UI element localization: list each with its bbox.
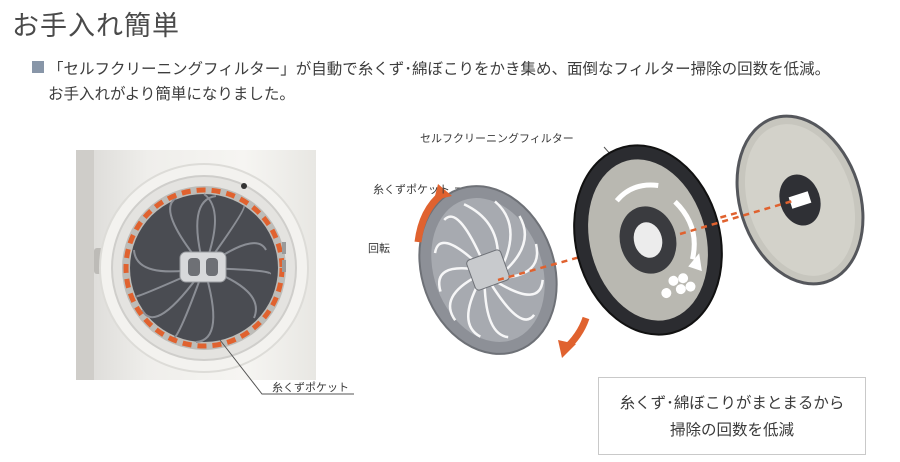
self-cleaning-filter-label: セルフクリーニングフィルター: [420, 132, 574, 145]
page-title: お手入れ簡単: [12, 11, 180, 42]
lint-pocket-photo-label: 糸くずポケット: [272, 381, 349, 394]
dryer-drum-illustration: [76, 150, 309, 380]
filter-exploded-diagram: [414, 114, 865, 358]
callout-line-2: 掃除の回数を低減: [669, 421, 794, 439]
dryer-drum-photo: [76, 150, 316, 380]
outer-mesh-filter: [735, 114, 865, 286]
self-cleaning-filter-ring: [573, 144, 723, 336]
callout-line-1: 糸くず･綿ぼこりがまとまるから: [619, 394, 845, 412]
description-line-2: お手入れがより簡単になりました。: [48, 85, 295, 103]
callout-box: [598, 377, 866, 455]
rotation-label: 回転: [368, 242, 390, 255]
lint-pocket-disk: [418, 185, 558, 355]
bullet-square: [32, 61, 44, 73]
lint-pocket-label: 糸くずポケット: [373, 183, 450, 196]
description-line-1: 「セルフクリーニングフィルター」が自動で糸くず･綿ぼこりをかき集め、面倒なフィル…: [48, 60, 831, 78]
